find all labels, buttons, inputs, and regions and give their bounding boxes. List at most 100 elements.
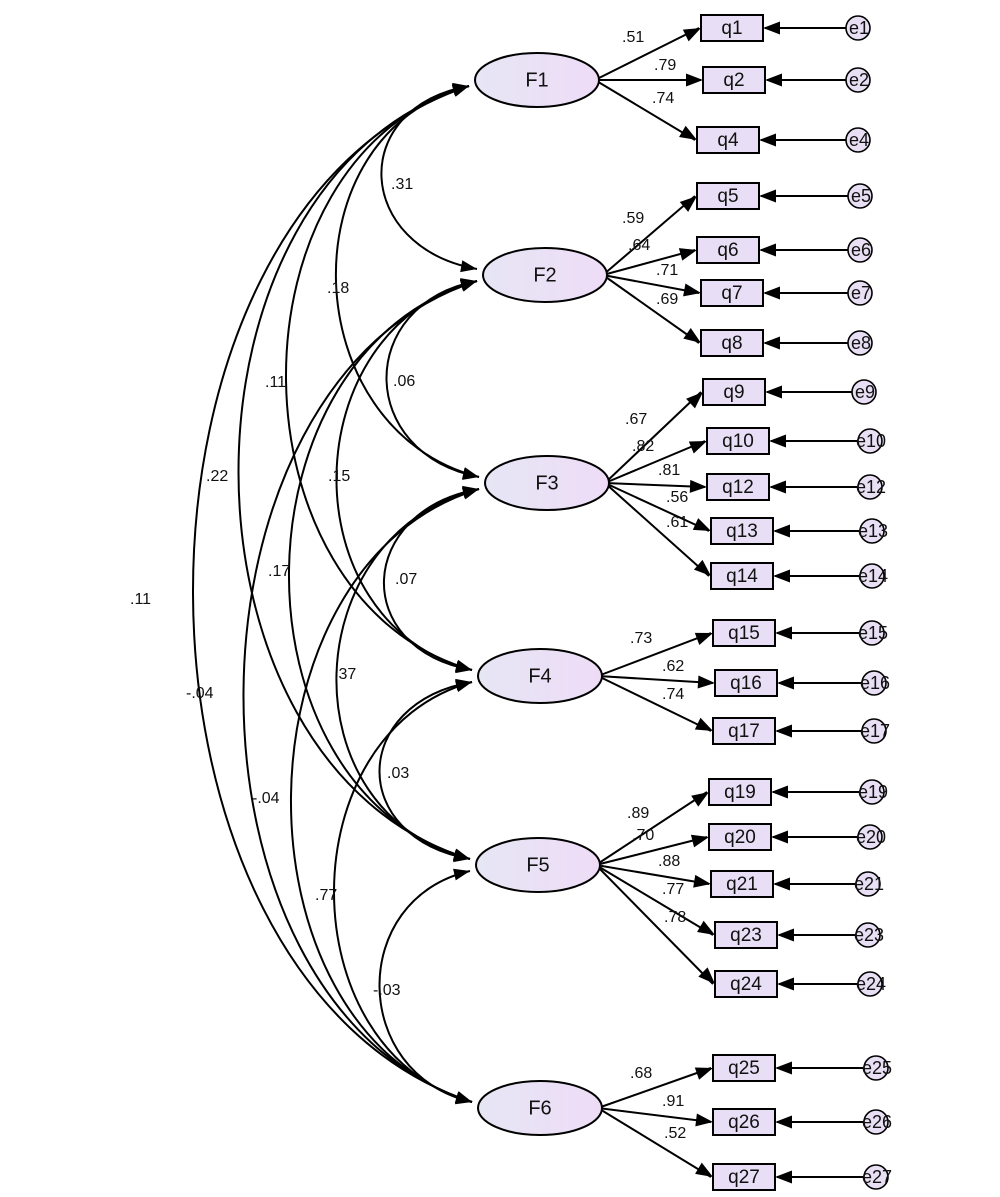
loading-label-q9: .67 <box>625 411 647 428</box>
error-label-e24: e24 <box>856 974 886 994</box>
loading-label-q21: .88 <box>658 853 680 870</box>
item-box-q7 <box>700 279 764 307</box>
factor-ellipse-F4 <box>477 648 603 704</box>
correlation-label-F1-F4: .11 <box>265 374 286 391</box>
loading-label-q15: .73 <box>630 630 652 647</box>
error-circle-e7 <box>847 280 873 306</box>
error-arrowhead-e19 <box>771 785 788 799</box>
error-arrowhead-e26 <box>775 1115 792 1129</box>
correlation-arc-F1-F3 <box>334 85 480 478</box>
correlation-label-F1-F2: .31 <box>391 176 413 193</box>
correlation-label-F1-F5: .22 <box>206 468 228 485</box>
error-label-e15: e15 <box>858 623 888 643</box>
item-box-q10 <box>706 427 770 455</box>
loading-label-q12: .81 <box>658 462 680 479</box>
loading-arrowhead-q19 <box>691 792 709 807</box>
error-circle-e27 <box>863 1164 889 1190</box>
item-label-q26: q26 <box>728 1112 760 1133</box>
error-label-e25: e25 <box>862 1058 892 1078</box>
item-box-q1 <box>700 14 764 42</box>
loading-label-q7: .71 <box>656 262 678 279</box>
item-label-q15: q15 <box>728 623 760 644</box>
loading-arrowhead-q14 <box>693 559 711 576</box>
loading-path-F1-q1 <box>594 27 700 81</box>
loading-arrowhead-q5 <box>679 196 697 212</box>
item-label-q2: q2 <box>723 70 744 91</box>
item-label-q14: q14 <box>726 566 758 587</box>
loading-arrowhead-q20 <box>690 834 709 848</box>
correlation-arrowhead-F3-F6-start <box>461 487 479 500</box>
item-box-q27 <box>712 1163 776 1191</box>
error-circle-e24 <box>857 971 883 997</box>
item-label-q1: q1 <box>721 18 742 39</box>
loading-arrowhead-q13 <box>692 518 711 531</box>
error-label-e20: e20 <box>856 827 886 847</box>
item-label-q9: q9 <box>723 382 744 403</box>
error-circle-e20 <box>857 824 883 850</box>
error-circle-e12 <box>857 474 883 500</box>
error-arrowhead-e8 <box>763 336 780 350</box>
item-label-q25: q25 <box>728 1058 760 1079</box>
correlation-arc-F5-F6 <box>378 870 473 1103</box>
item-box-q8 <box>700 329 764 357</box>
correlation-label-F2-F6: -.04 <box>186 685 214 702</box>
item-box-q25 <box>712 1054 776 1082</box>
loading-label-q13: .56 <box>666 489 688 506</box>
loading-arrowhead-q7 <box>683 283 701 297</box>
error-label-e5: e5 <box>851 186 871 206</box>
correlation-arrowhead-F2-F3-end <box>462 468 479 480</box>
error-circle-e9 <box>851 379 877 405</box>
item-box-q21 <box>710 870 774 898</box>
error-circle-e5 <box>847 183 873 209</box>
loading-label-q6: .64 <box>628 237 650 254</box>
item-label-q8: q8 <box>721 333 742 354</box>
loading-path-F5-q24 <box>595 864 714 985</box>
correlation-label-F4-F5: .03 <box>387 765 409 782</box>
correlation-arrowhead-F1-F2-end <box>460 260 477 273</box>
error-arrowhead-e27 <box>775 1170 792 1184</box>
loading-path-F3-q13 <box>604 482 710 532</box>
loading-arrowhead-q26 <box>695 1113 713 1127</box>
correlation-arrowhead-F4-F6-start <box>454 680 472 693</box>
correlation-arrowhead-F4-F5-end <box>453 850 470 863</box>
error-label-e9: e9 <box>855 382 875 402</box>
loading-label-q14: .61 <box>666 514 688 531</box>
factor-label-F2: F2 <box>533 264 556 286</box>
loading-label-q25: .68 <box>630 1065 652 1082</box>
correlation-arc-F1-F6 <box>192 85 473 1103</box>
error-circle-e13 <box>859 518 885 544</box>
loading-label-q24: .78 <box>664 909 686 926</box>
error-arrowhead-e12 <box>769 480 786 494</box>
item-label-q17: q17 <box>728 721 760 742</box>
error-label-e1: e1 <box>849 18 869 38</box>
error-label-e2: e2 <box>849 70 869 90</box>
loading-path-F3-q14 <box>604 482 710 577</box>
item-label-q24: q24 <box>730 974 762 995</box>
factor-label-F1: F1 <box>525 69 548 91</box>
factor-ellipse-F6 <box>477 1080 603 1136</box>
error-arrowhead-e10 <box>769 434 786 448</box>
correlation-arrowhead-F2-F6-start <box>459 280 477 292</box>
item-label-q20: q20 <box>724 827 756 848</box>
error-arrowhead-e6 <box>759 243 776 257</box>
correlation-arrowhead-F5-F6-end <box>455 1092 472 1105</box>
loading-arrowhead-q24 <box>698 967 715 984</box>
loading-label-q16: .62 <box>662 658 684 675</box>
error-arrowhead-e25 <box>775 1061 792 1075</box>
item-label-q21: q21 <box>726 874 758 895</box>
error-arrowhead-e14 <box>773 569 790 583</box>
error-arrowhead-e5 <box>759 189 776 203</box>
item-label-q5: q5 <box>717 186 738 207</box>
loading-label-q20: .70 <box>632 827 654 844</box>
item-label-q12: q12 <box>722 477 754 498</box>
error-arrowhead-e20 <box>771 830 788 844</box>
error-label-e16: e16 <box>860 673 890 693</box>
item-label-q19: q19 <box>724 782 756 803</box>
item-box-q4 <box>696 126 760 154</box>
correlation-arrowhead-F1-F6-start <box>451 85 469 97</box>
correlation-label-F4-F6: .77 <box>315 887 337 904</box>
factor-label-F6: F6 <box>528 1097 551 1119</box>
error-arrowhead-e24 <box>777 977 794 991</box>
item-box-q26 <box>712 1108 776 1136</box>
